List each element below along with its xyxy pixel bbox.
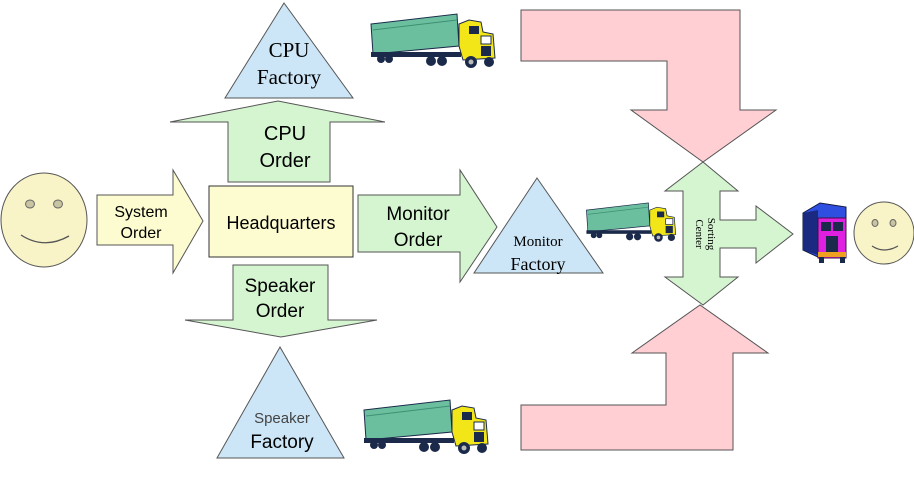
- speaker-factory-triangle: Speaker Factory: [216, 345, 345, 459]
- customer-left-smiley-icon: [0, 172, 88, 268]
- cpu-shipping-arrow: [520, 9, 778, 163]
- speaker-shipping-arrow: [520, 304, 770, 451]
- speaker-truck-icon: [363, 399, 489, 455]
- sorting-center-arrow: Sorting Center: [663, 161, 794, 306]
- speaker-factory-label-line2: Factory: [250, 432, 314, 453]
- delivery-truck-icon: [802, 202, 847, 263]
- monitor-factory-triangle: Monitor Factory: [473, 177, 604, 274]
- system-order-arrow: System Order: [96, 168, 204, 275]
- speaker-order-arrow: Speaker Order: [184, 264, 378, 338]
- system-order-label-line2: Order: [121, 225, 163, 242]
- monitor-order-label-line2: Order: [394, 230, 443, 251]
- customer-right-smiley-icon: [853, 201, 914, 265]
- cpu-factory-label-line2: Factory: [257, 65, 322, 89]
- sorting-center-label-line1: Sorting: [705, 218, 717, 251]
- monitor-order-label-line1: Monitor: [386, 204, 450, 225]
- cpu-order-arrow: CPU Order: [169, 100, 386, 183]
- speaker-factory-label-line1: Speaker: [254, 410, 310, 427]
- cpu-order-label-line2: Order: [259, 150, 310, 172]
- speaker-order-label-line2: Order: [256, 301, 305, 322]
- cpu-truck-icon: [370, 13, 496, 69]
- system-order-label-line1: System: [114, 204, 167, 221]
- cpu-order-label-line1: CPU: [264, 123, 306, 145]
- monitor-order-arrow: Monitor Order: [357, 168, 498, 284]
- monitor-factory-label-line1: Monitor: [513, 234, 562, 250]
- monitor-factory-label-line2: Factory: [511, 254, 566, 274]
- headquarters-box: Headquarters: [208, 185, 354, 258]
- cpu-factory-label-line1: CPU: [269, 38, 310, 62]
- cpu-factory-triangle: CPU Factory: [224, 2, 354, 99]
- sorting-center-label-line2: Center: [693, 219, 705, 249]
- speaker-order-label-line1: Speaker: [245, 276, 316, 297]
- headquarters-label: Headquarters: [226, 213, 335, 233]
- monitor-truck-icon: [586, 202, 677, 243]
